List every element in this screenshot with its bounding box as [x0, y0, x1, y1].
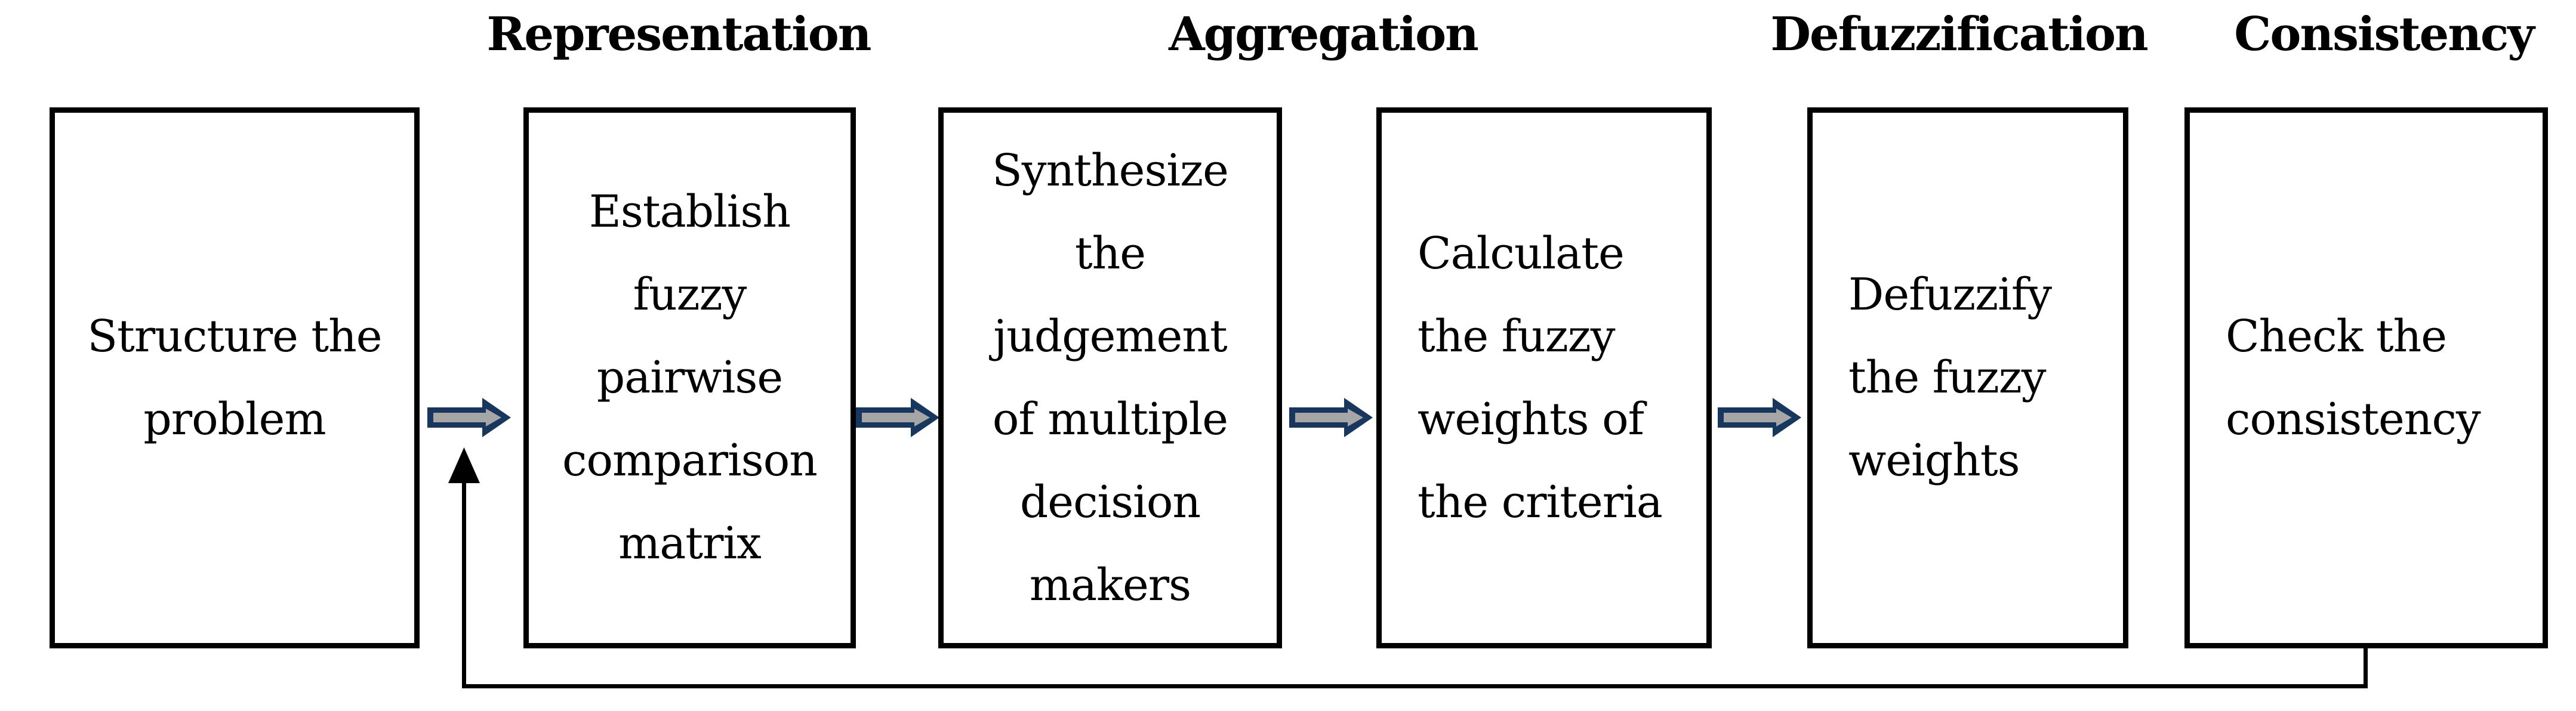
step-box-defuzzify-the-fuzzy-weights: Defuzzify the fuzzy weights [1807, 107, 2128, 648]
step-text-line: weights [1848, 435, 2020, 486]
step-text-line: the criteria [1418, 476, 1663, 528]
step-text-line: the fuzzy [1848, 352, 2047, 403]
flow-arrow-icon [856, 398, 939, 437]
step-text-line: Defuzzify [1848, 269, 2052, 320]
step-text-line: problem [143, 393, 326, 445]
step-text-line: the fuzzy [1418, 310, 1616, 362]
step-text-line: comparison [562, 435, 818, 486]
step-text-line: of multiple [992, 393, 1228, 445]
step-text-line: pairwise [596, 352, 783, 403]
flow-arrow-icon [1718, 398, 1801, 437]
step-box-synthesize-judgement-of-multiple-decision-makers: Synthesize the judgement of multiple dec… [938, 107, 1282, 648]
step-box-check-the-consistency: Check the consistency [2184, 107, 2548, 648]
step-text-line: fuzzy [633, 269, 747, 320]
step-box-structure-the-problem: Structure the problem [50, 107, 420, 648]
step-box-establish-fuzzy-pairwise-comparison-matrix: Establish fuzzy pairwise comparison matr… [523, 107, 856, 648]
flow-arrow-icon [427, 398, 511, 437]
step-text-line: Calculate [1418, 227, 1625, 279]
step-text-line: matrix [618, 518, 762, 569]
phase-label-aggregation: Aggregation [1169, 7, 1479, 61]
step-text-line: makers [1029, 559, 1191, 611]
step-text-line: consistency [2226, 393, 2481, 445]
flow-arrow-icon [1289, 398, 1373, 437]
phase-label-representation: Representation [486, 7, 872, 61]
step-text-line: weights of [1418, 393, 1644, 445]
phase-label-defuzzification: Defuzzification [1770, 7, 2148, 61]
step-text-line: Establish [588, 186, 791, 237]
step-text-line: Check the [2226, 310, 2447, 362]
step-text-line: Synthesize [992, 144, 1229, 196]
step-text-line: decision [1019, 476, 1201, 528]
step-text-line: judgement [993, 310, 1227, 362]
phase-label-consistency: Consistency [2234, 7, 2534, 61]
step-box-calculate-fuzzy-weights-of-criteria: Calculate the fuzzy weights of the crite… [1376, 107, 1712, 648]
step-text-line: the [1074, 227, 1146, 279]
step-text-line: Structure the [87, 310, 382, 362]
